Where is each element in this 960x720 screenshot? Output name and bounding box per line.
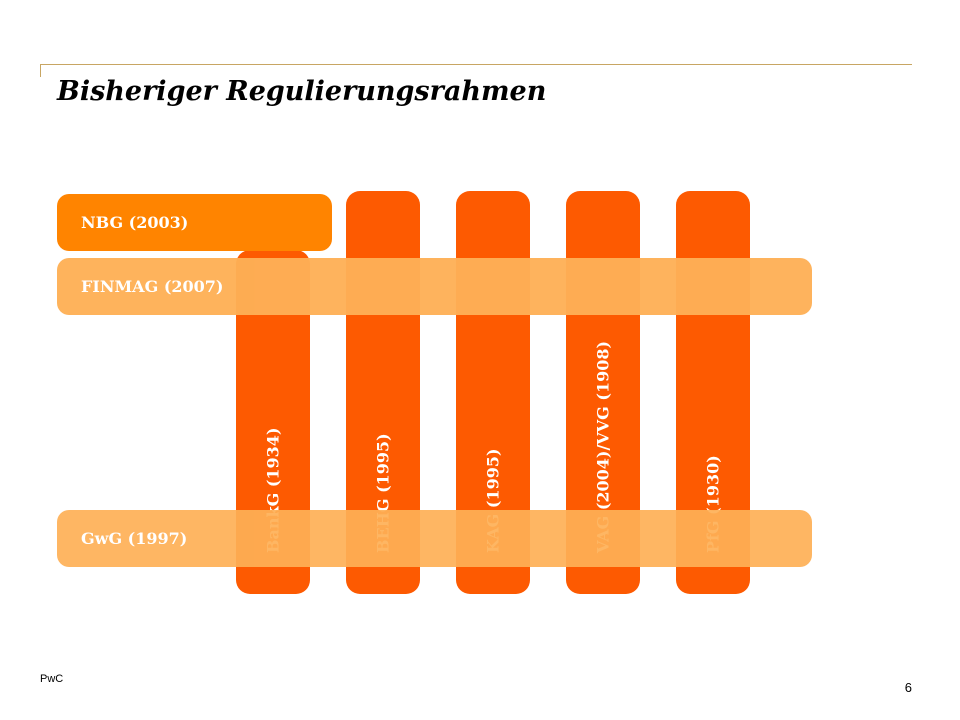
bar-nbg: NBG (2003) bbox=[57, 194, 332, 251]
bar-label-gwg: GwG (1997) bbox=[81, 529, 188, 548]
title-rule bbox=[40, 64, 912, 65]
bar-finmag: FINMAG (2007) bbox=[57, 258, 812, 315]
bar-gwg: GwG (1997) bbox=[57, 510, 812, 567]
title-rule-tick bbox=[40, 64, 41, 77]
footer-brand: PwC bbox=[40, 673, 64, 685]
page-title: Bisheriger Regulierungsrahmen bbox=[57, 76, 547, 107]
bar-label-nbg: NBG (2003) bbox=[81, 213, 189, 232]
bar-label-finmag: FINMAG (2007) bbox=[81, 277, 224, 296]
page-number: 6 bbox=[904, 680, 912, 695]
